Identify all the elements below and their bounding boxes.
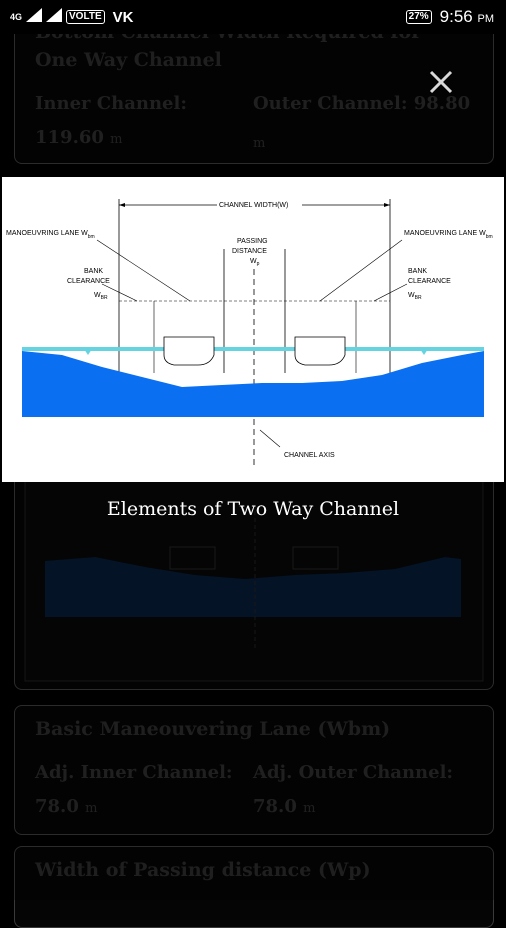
bank-right-line2: CLEARANCE [408, 278, 451, 285]
channel-width-label: CHANNEL WIDTH(W) [219, 202, 288, 209]
adj-inner-label: Adj. Inner Channel: [35, 762, 233, 783]
close-icon [429, 70, 453, 94]
signal-icon [26, 8, 43, 26]
bank-left-sub: WBR [94, 292, 108, 301]
battery-icon: 27% [405, 10, 432, 24]
carrier-name: VK [112, 8, 134, 26]
passing-label-sub: Wp [250, 258, 260, 267]
two-way-channel-diagram: CHANNEL WIDTH(W) PASSING DISTANCE Wp CHA… [6, 199, 493, 467]
faded-diagram [24, 480, 484, 682]
network-type-label: 4G [10, 11, 23, 22]
inner-channel-value: 119.60 m [35, 127, 123, 148]
diagram-image[interactable]: CHANNEL WIDTH(W) PASSING DISTANCE Wp CHA… [2, 177, 504, 482]
basic-manoeuvring-card: Basic Maneouvering Lane (Wbm) Adj. Inner… [14, 705, 494, 835]
bank-right-sub: WBR [408, 292, 422, 301]
inner-channel-label: Inner Channel: [35, 93, 187, 114]
adj-inner-value: 78.0 m [35, 796, 98, 817]
bank-right-line1: BANK [408, 268, 427, 275]
bank-left-line2: CLEARANCE [67, 278, 110, 285]
card-title: Width of Passing distance (Wp) [35, 859, 371, 881]
card-title-line2: One Way Channel [35, 49, 222, 71]
manoeuvring-left-label: MANOEUVRING LANE Wbm [6, 230, 95, 240]
adj-outer-label: Adj. Outer Channel: [253, 762, 454, 783]
outer-channel-label: Outer Channel: 98.80 [253, 93, 471, 114]
passing-label-line2: DISTANCE [232, 248, 267, 255]
bank-left-line1: BANK [84, 268, 103, 275]
outer-channel-unit: m [253, 136, 266, 151]
status-bar: 4G VOLTE VK 27% 9:56 PM [0, 0, 506, 34]
manoeuvring-right-label: MANOEUVRING LANE Wbm [404, 230, 493, 240]
dialog-caption: Elements of Two Way Channel [106, 498, 400, 520]
close-button[interactable] [426, 64, 456, 100]
passing-label-line1: PASSING [237, 238, 268, 245]
channel-axis-label: CHANNEL AXIS [284, 452, 335, 459]
clock: 9:56 PM [439, 7, 494, 26]
volte-badge: VOLTE [66, 10, 105, 24]
signal-icon-2 [46, 8, 63, 26]
adj-outer-value: 78.0 m [253, 796, 316, 817]
diagram-card [14, 470, 494, 690]
card-title: Basic Maneouvering Lane (Wbm) [35, 718, 391, 740]
